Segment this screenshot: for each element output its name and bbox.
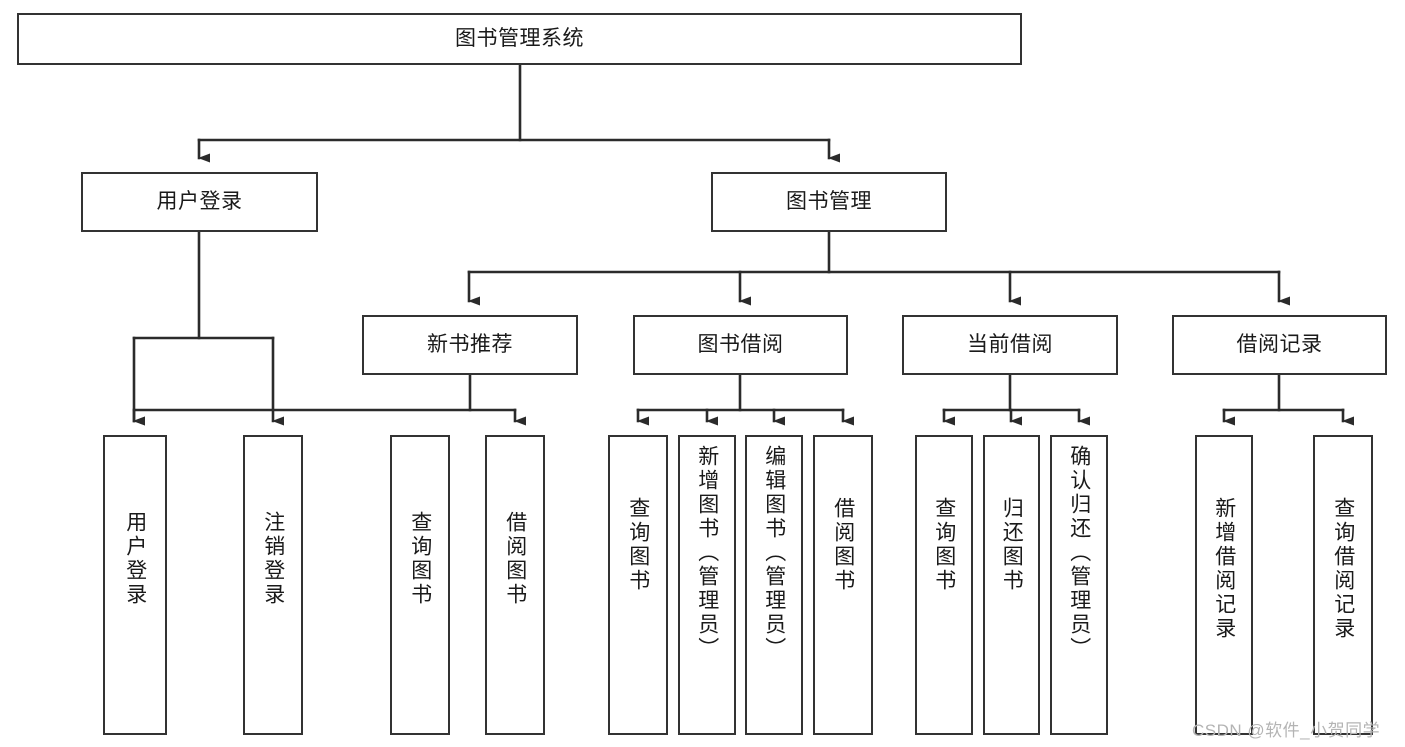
node-leaf[interactable]: 借阅图书: [813, 435, 873, 735]
node-branch[interactable]: 当前借阅: [902, 315, 1118, 375]
node-root[interactable]: 图书管理系统: [17, 13, 1022, 65]
node-branch-label: 借阅记录: [1236, 333, 1323, 357]
node-leaf-label: 查询借阅记录: [1331, 497, 1355, 641]
node-leaf[interactable]: 用户登录: [103, 435, 167, 735]
node-leaf-label: 新增图书（管理员）: [695, 445, 719, 661]
node-branch[interactable]: 图书管理: [711, 172, 947, 232]
node-leaf[interactable]: 查询图书: [390, 435, 450, 735]
node-leaf-label: 编辑图书（管理员）: [762, 445, 786, 661]
node-branch-label: 图书管理: [786, 190, 872, 214]
node-branch-label: 用户登录: [156, 190, 243, 214]
node-leaf-label: 注销登录: [261, 511, 285, 607]
node-leaf-label: 归还图书: [1000, 497, 1024, 593]
node-leaf[interactable]: 查询借阅记录: [1313, 435, 1373, 735]
node-leaf-label: 查询图书: [408, 511, 432, 607]
node-branch[interactable]: 借阅记录: [1172, 315, 1387, 375]
node-leaf-label: 借阅图书: [831, 497, 855, 593]
node-leaf-label: 借阅图书: [503, 511, 527, 607]
node-leaf-label: 查询图书: [932, 497, 956, 593]
tree-connectors: [132, 63, 1354, 426]
node-branch-label: 新书推荐: [427, 333, 513, 357]
node-leaf[interactable]: 确认归还（管理员）: [1050, 435, 1108, 735]
node-leaf-label: 新增借阅记录: [1212, 497, 1236, 641]
node-branch-label: 图书借阅: [697, 333, 784, 357]
node-branch[interactable]: 新书推荐: [362, 315, 578, 375]
node-branch[interactable]: 用户登录: [81, 172, 318, 232]
node-leaf[interactable]: 新增借阅记录: [1195, 435, 1253, 735]
node-leaf[interactable]: 查询图书: [915, 435, 973, 735]
node-leaf[interactable]: 归还图书: [983, 435, 1040, 735]
node-leaf[interactable]: 注销登录: [243, 435, 303, 735]
node-leaf[interactable]: 编辑图书（管理员）: [745, 435, 803, 735]
node-branch-label: 当前借阅: [967, 333, 1053, 357]
node-leaf[interactable]: 新增图书（管理员）: [678, 435, 736, 735]
node-leaf[interactable]: 借阅图书: [485, 435, 545, 735]
node-leaf[interactable]: 查询图书: [608, 435, 668, 735]
node-leaf-label: 确认归还（管理员）: [1067, 445, 1091, 661]
node-leaf-label: 查询图书: [626, 497, 650, 593]
node-root-label: 图书管理系统: [455, 27, 584, 51]
node-branch[interactable]: 图书借阅: [633, 315, 848, 375]
node-leaf-label: 用户登录: [123, 511, 147, 607]
